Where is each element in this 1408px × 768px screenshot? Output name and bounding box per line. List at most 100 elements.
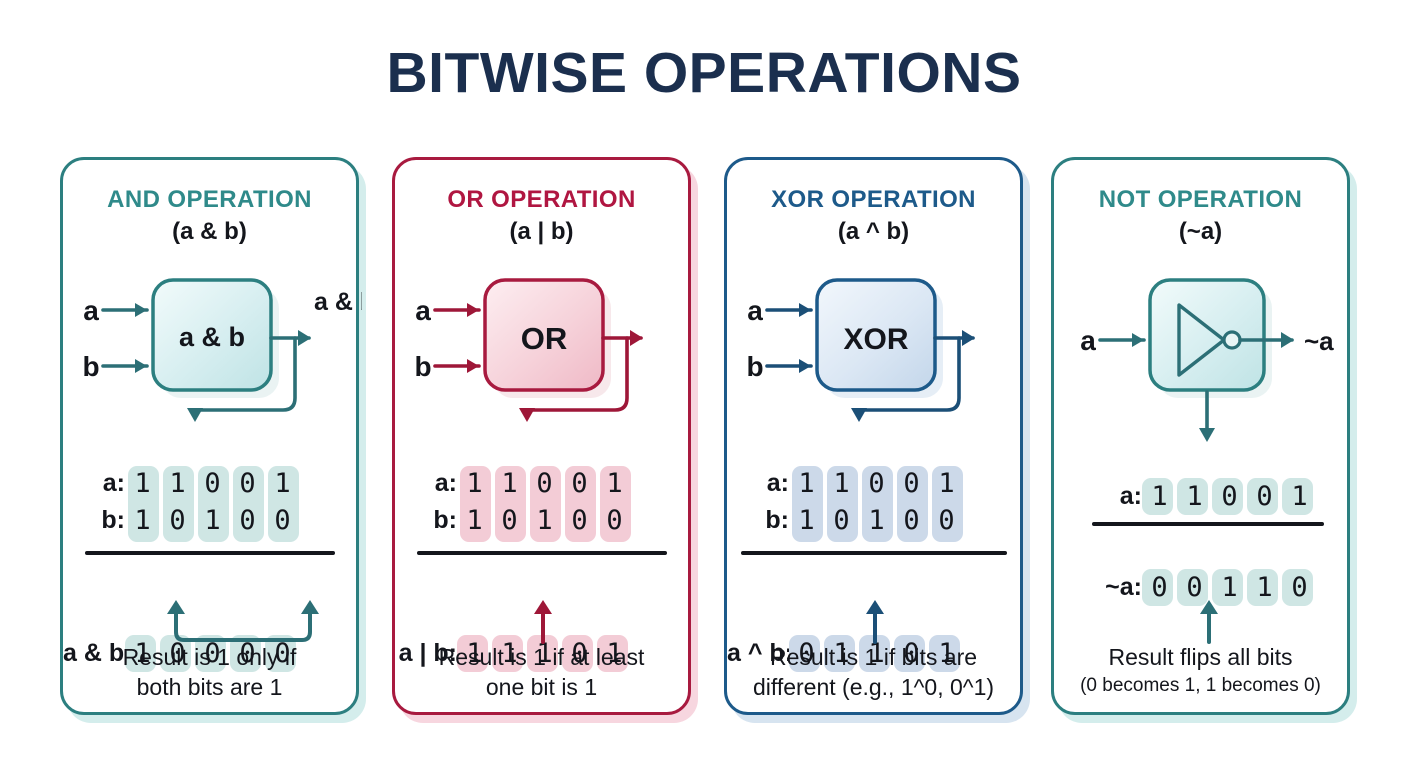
bit-cell: 1 bbox=[169, 468, 186, 499]
caption-and: Result is 1 only if both bits are 1 bbox=[71, 642, 348, 702]
bit-cell: 0 bbox=[798, 638, 815, 669]
bit-cell: 1 bbox=[798, 468, 815, 499]
gate-diagram-xor: a b XOR bbox=[727, 270, 1020, 450]
bit-cell: 1 bbox=[134, 638, 151, 669]
input-label-b: b bbox=[82, 351, 99, 382]
bit-cell: 1 bbox=[606, 468, 623, 499]
gate-diagram-and: a b a & b a & b bbox=[63, 270, 362, 450]
bit-cell: 0 bbox=[571, 638, 588, 669]
bit-cell: 0 bbox=[274, 505, 291, 536]
gate-label-or: OR bbox=[521, 321, 568, 356]
bit-cell: 1 bbox=[833, 468, 850, 499]
card-not-operation[interactable]: NOT OPERATION (~a) bbox=[1051, 157, 1350, 715]
caption-line: both bits are 1 bbox=[136, 674, 283, 700]
bit-table-or: a: 1 1 0 0 1 b: 1 0 1 0 bbox=[395, 465, 688, 672]
table-divider bbox=[741, 551, 1007, 555]
card-subtitle-or: (a | b) bbox=[509, 218, 574, 245]
bit-cell: 1 bbox=[134, 505, 151, 536]
bit-cell: 0 bbox=[571, 468, 588, 499]
caption-xor: Result is 1 if bits are different (e.g.,… bbox=[735, 642, 1012, 702]
table-row: b: 1 0 1 0 0 bbox=[63, 502, 356, 539]
bit-cell: 0 bbox=[536, 468, 553, 499]
caption-not: Result flips all bits (0 becomes 1, 1 be… bbox=[1062, 642, 1339, 699]
table-row: a: 1 1 0 0 1 bbox=[727, 465, 1020, 502]
card-and-operation[interactable]: AND OPERATION (a & b) bbox=[60, 157, 362, 715]
input-label-a: a bbox=[415, 295, 431, 326]
table-row: b: 1 0 1 0 0 bbox=[395, 502, 688, 539]
result-cell-background bbox=[1142, 569, 1313, 606]
gate-diagram-or: a b OR bbox=[395, 270, 688, 450]
bit-cell: 0 bbox=[1291, 572, 1308, 603]
or-gate-icon: a b OR bbox=[414, 278, 643, 422]
table-divider bbox=[1092, 522, 1324, 526]
bit-table-not: a: 1 1 0 bbox=[1054, 478, 1347, 606]
row-label-a: a: bbox=[766, 469, 789, 497]
card-title-not: NOT OPERATION bbox=[1098, 186, 1303, 213]
bit-cell: 0 bbox=[239, 505, 256, 536]
table-divider bbox=[417, 551, 667, 555]
bit-cell: 0 bbox=[903, 638, 920, 669]
bit-cell: 1 bbox=[938, 468, 955, 499]
bit-cell: 1 bbox=[1151, 481, 1168, 512]
bit-cell: 0 bbox=[606, 505, 623, 536]
output-label-not: ~a bbox=[1304, 326, 1334, 356]
table-row: b: 1 0 1 0 0 bbox=[727, 502, 1020, 539]
row-label-result: a ^ b: bbox=[727, 639, 793, 667]
bit-cell: 1 bbox=[1186, 481, 1203, 512]
bit-cell: 1 bbox=[1291, 481, 1308, 512]
row-label-b: b: bbox=[765, 506, 789, 534]
card-or-operation[interactable]: OR OPERATION (a | b) bbox=[392, 157, 691, 715]
caption-line: different (e.g., 1^0, 0^1) bbox=[752, 674, 995, 700]
result-pointer-and bbox=[167, 600, 319, 642]
gate-label-and: a & b bbox=[179, 322, 245, 352]
row-label-b: b: bbox=[433, 506, 457, 534]
caption-line: (0 becomes 1, 1 becomes 0) bbox=[1080, 675, 1321, 696]
bit-cell: 0 bbox=[903, 468, 920, 499]
bit-pair-background bbox=[792, 466, 963, 542]
row-label-a: a: bbox=[434, 469, 457, 497]
gate-label-xor: XOR bbox=[843, 323, 908, 356]
result-cell-background bbox=[457, 635, 628, 672]
bit-cell: 0 bbox=[903, 505, 920, 536]
result-pointer-or bbox=[534, 600, 552, 644]
bit-cell: 1 bbox=[536, 638, 553, 669]
input-label-a: a bbox=[747, 295, 763, 326]
table-row-result: a & b: 1 0 0 bbox=[63, 635, 356, 672]
bit-cell: 0 bbox=[571, 505, 588, 536]
page-title: BITWISE OPERATIONS bbox=[386, 41, 1022, 105]
input-label-a: a bbox=[1080, 325, 1096, 356]
result-pointer-xor bbox=[866, 600, 884, 644]
card-subtitle-xor: (a ^ b) bbox=[837, 218, 910, 245]
card-xor-operation[interactable]: XOR OPERATION (a ^ b) bbox=[724, 157, 1023, 715]
bit-cell: 1 bbox=[938, 638, 955, 669]
card-title-and: AND OPERATION bbox=[107, 186, 312, 213]
bit-table-and: a: 1 1 0 0 1 b: 1 0 1 0 bbox=[63, 465, 356, 672]
row-label-result: ~a: bbox=[1105, 573, 1142, 601]
caption-or: Result is 1 if at least one bit is 1 bbox=[403, 642, 680, 702]
table-row-result: a ^ b: 0 1 1 bbox=[727, 635, 1020, 672]
bit-cell: 0 bbox=[1151, 572, 1168, 603]
caption-line: Result is 1 if at least bbox=[438, 644, 645, 670]
caption-line: Result is 1 if bits are bbox=[769, 644, 978, 670]
bit-cell: 1 bbox=[833, 638, 850, 669]
bit-cell: 1 bbox=[798, 505, 815, 536]
bit-pair-background bbox=[460, 466, 631, 542]
bit-cell: 1 bbox=[204, 505, 221, 536]
caption-line: Result is 1 only if bbox=[122, 644, 297, 670]
bit-cell: 0 bbox=[169, 638, 186, 669]
bit-cell: 0 bbox=[833, 505, 850, 536]
bit-cell: 1 bbox=[134, 468, 151, 499]
caption-line: Result flips all bits bbox=[1108, 644, 1293, 670]
result-cell-background bbox=[789, 635, 960, 672]
bit-cell: 0 bbox=[1186, 572, 1203, 603]
bit-cell: 0 bbox=[169, 505, 186, 536]
bit-cell: 1 bbox=[274, 468, 291, 499]
bit-pair-background bbox=[128, 466, 299, 542]
bit-cell: 0 bbox=[274, 638, 291, 669]
table-row-result: ~a: 0 0 1 bbox=[1054, 569, 1347, 606]
bit-cell: 1 bbox=[1256, 572, 1273, 603]
card-title-xor: XOR OPERATION bbox=[771, 186, 976, 213]
input-label-b: b bbox=[414, 351, 431, 382]
bit-cell: 0 bbox=[938, 505, 955, 536]
bit-cell: 0 bbox=[204, 468, 221, 499]
